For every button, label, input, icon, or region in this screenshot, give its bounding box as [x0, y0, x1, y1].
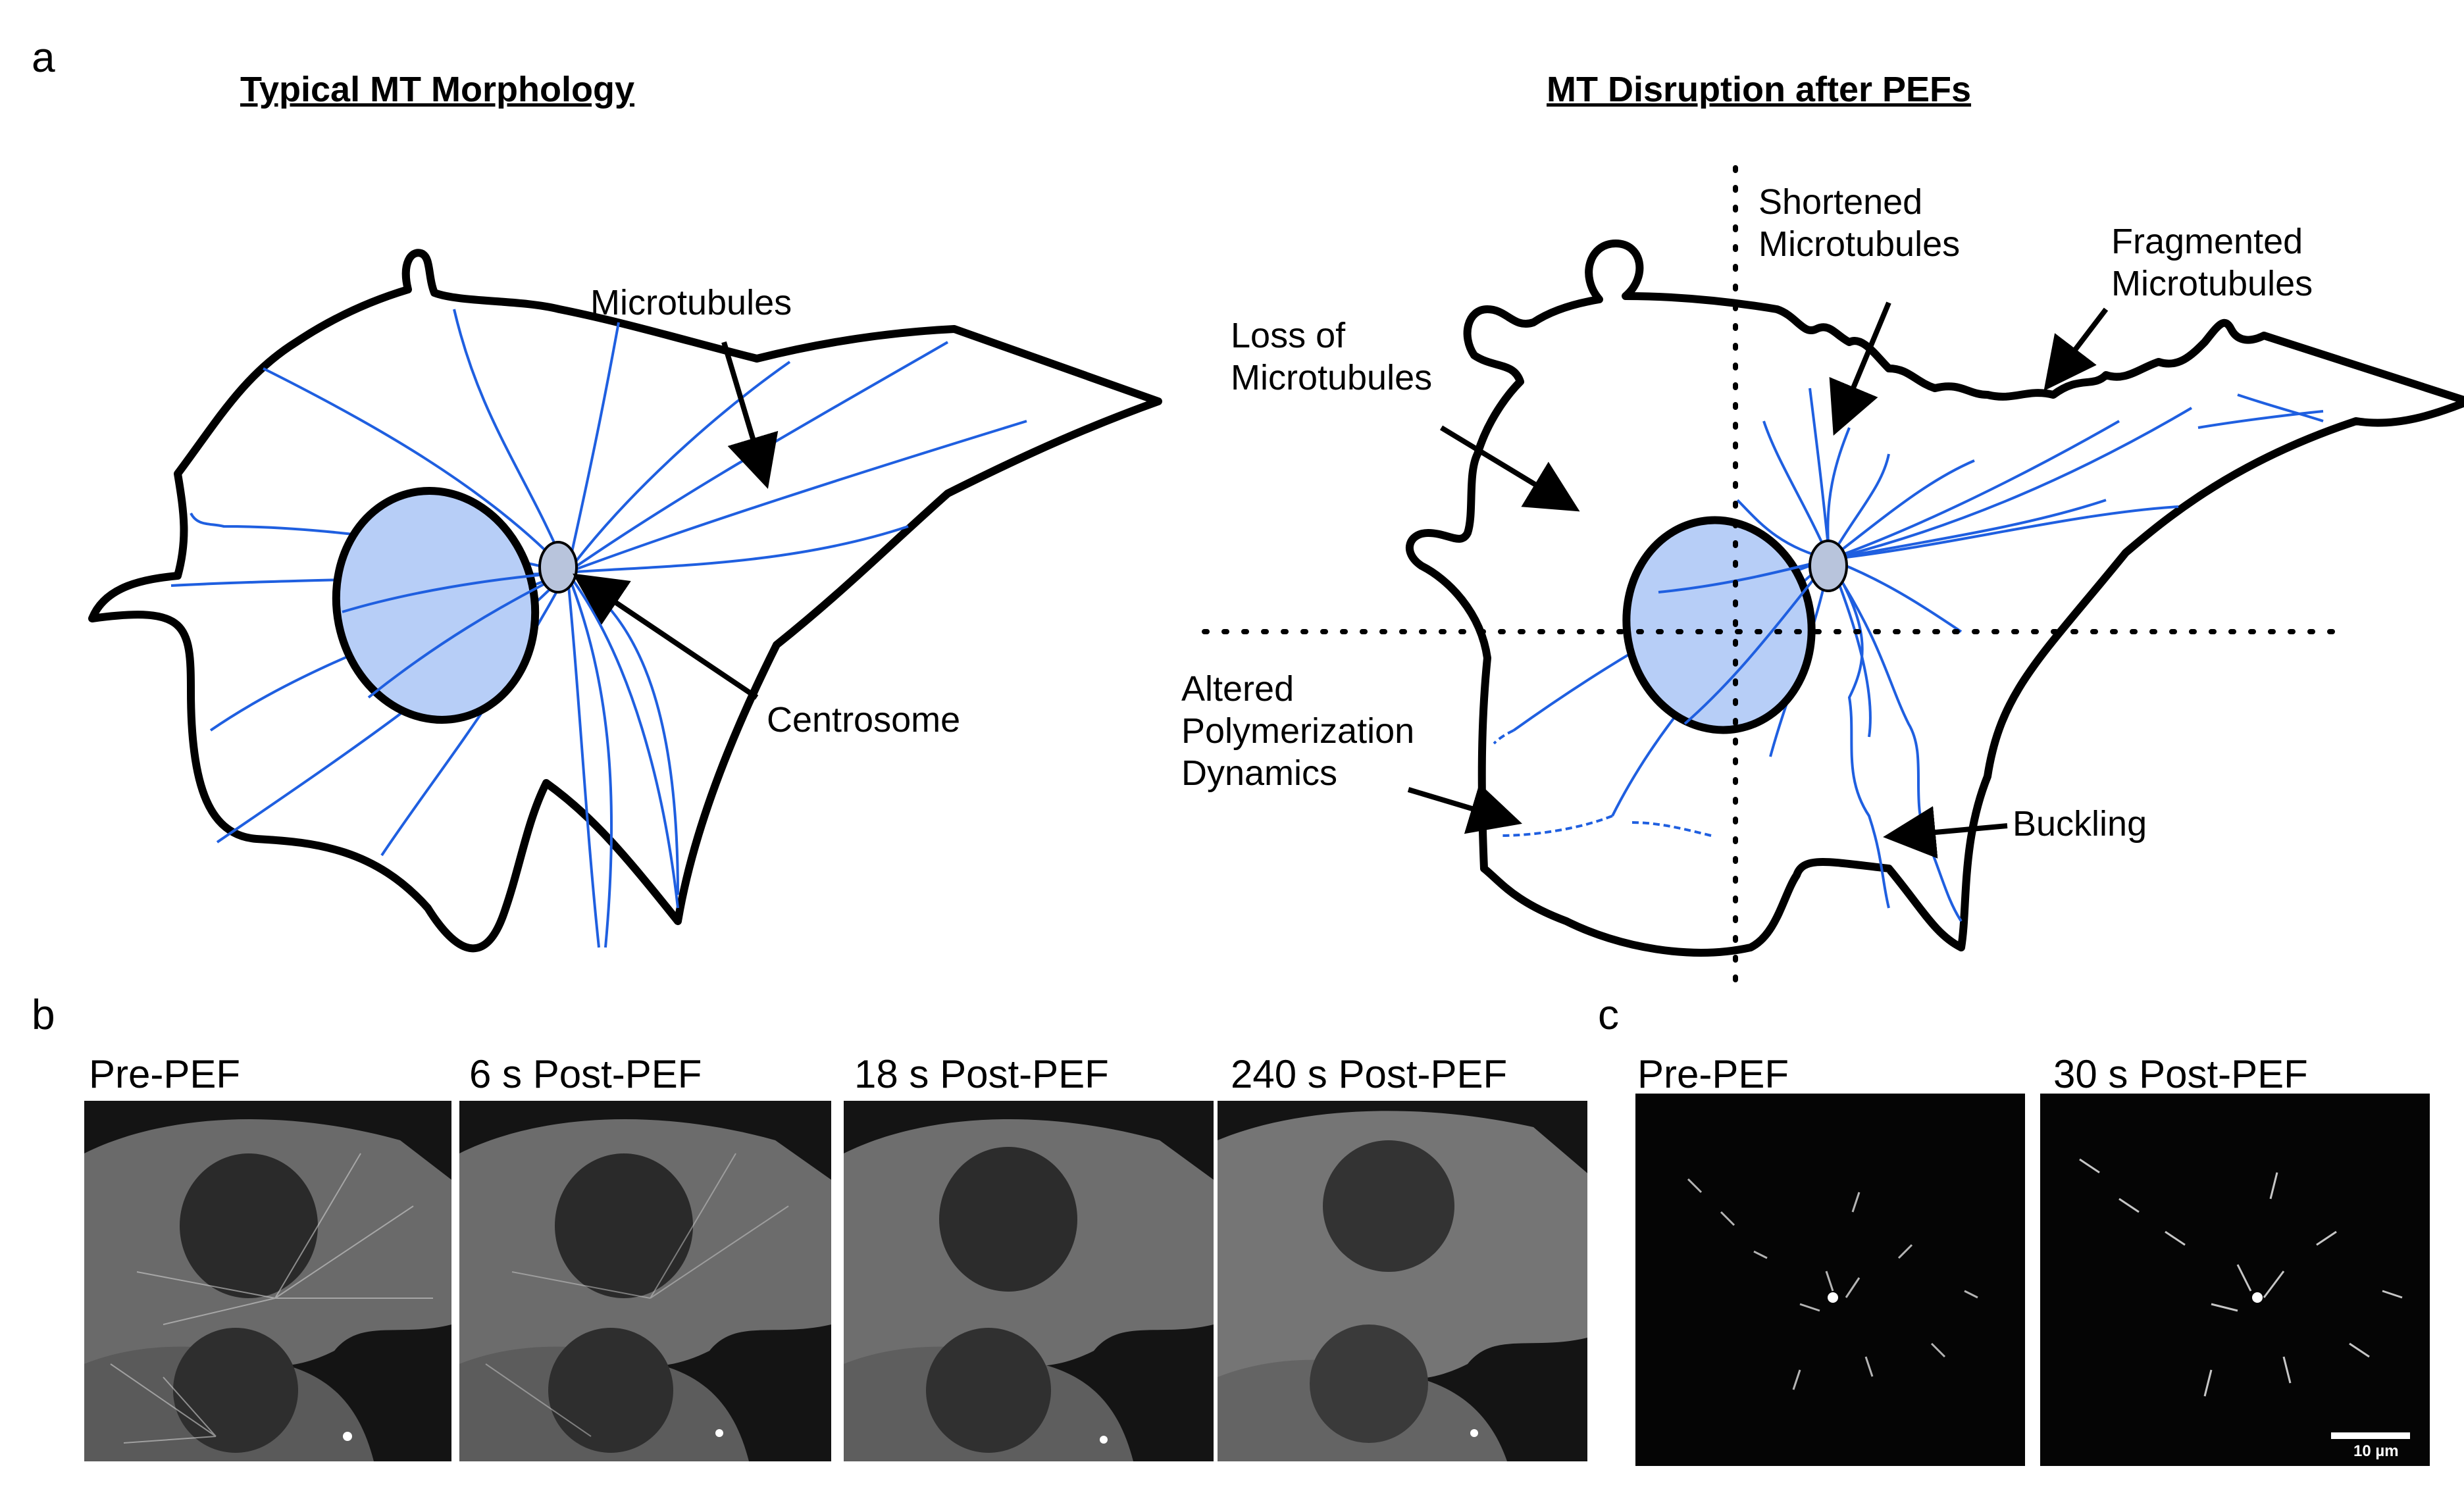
right-diagram-title: MT Disruption after PEFs — [1547, 70, 1972, 109]
disrupted-cell-outline — [1405, 240, 2464, 957]
disrupted-nucleus — [1622, 516, 1816, 734]
panel-b-label-1: Pre-PEF — [89, 1052, 241, 1096]
label-fragmented-microtubules: Fragmented Microtubules — [2111, 222, 2313, 303]
label-loss-of-microtubules: Loss of Microtubules — [1231, 316, 1433, 397]
typical-microtubules-over-nucleus — [342, 571, 568, 699]
micrograph-pre-pef — [84, 1101, 451, 1461]
scale-bar — [2331, 1432, 2410, 1439]
panel-b-label-4: 240 s Post-PEF — [1231, 1052, 1508, 1096]
label-altered-polymerization: Altered Polymerization Dynamics — [1181, 669, 1415, 793]
disrupted-cell — [1405, 240, 2464, 957]
micrograph-c-30s-post-pef: 10 µm — [2040, 1094, 2430, 1466]
left-diagram-title: Typical MT Morphology — [240, 70, 634, 109]
panel-b-label-2: 6 s Post-PEF — [469, 1052, 702, 1096]
label-buckling: Buckling — [2013, 804, 2147, 844]
cell-diagrams — [88, 165, 2464, 987]
panel-letter-c: c — [1598, 991, 1619, 1038]
panel-letter-a: a — [32, 34, 55, 81]
altered-dashed-microtubules — [1493, 729, 1712, 837]
panel-c-label-2: 30 s Post-PEF — [2053, 1052, 2308, 1096]
scale-bar-label: 10 µm — [2353, 1442, 2399, 1460]
typical-centrosome — [538, 541, 578, 593]
typical-cell — [88, 249, 1162, 953]
typical-nucleus — [332, 487, 540, 724]
micrograph-c-pre-pef — [1635, 1094, 2025, 1466]
label-shortened-microtubules: Shortened Microtubules — [1758, 182, 1961, 264]
micrograph-240s-post-pef — [1218, 1101, 1587, 1461]
panel-letter-b: b — [32, 991, 55, 1038]
disrupted-centrosome — [1809, 540, 1848, 592]
typical-microtubules — [170, 309, 1027, 948]
typical-cell-outline — [88, 249, 1162, 953]
micrograph-6s-post-pef — [459, 1101, 831, 1461]
panel-c-label-1: Pre-PEF — [1637, 1052, 1789, 1096]
label-centrosome: Centrosome — [767, 700, 961, 740]
panel-b-label-3: 18 s Post-PEF — [854, 1052, 1109, 1096]
micrograph-18s-post-pef — [844, 1101, 1214, 1461]
label-microtubules: Microtubules — [590, 283, 792, 322]
